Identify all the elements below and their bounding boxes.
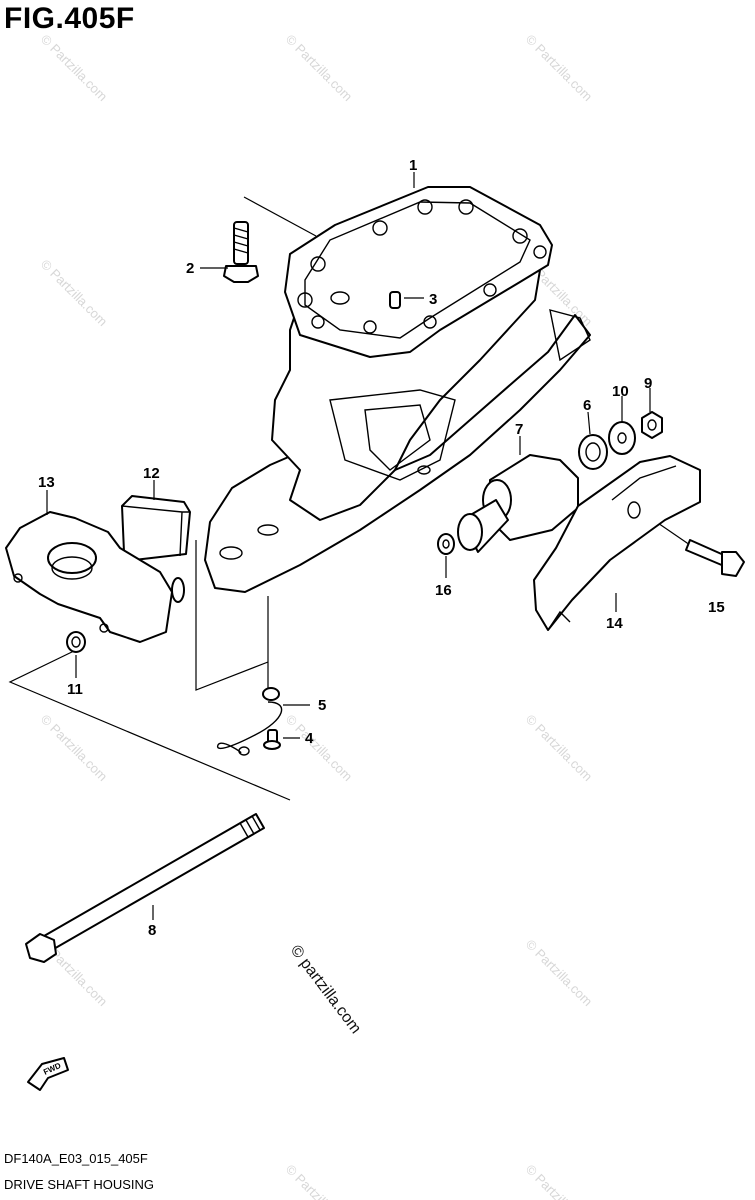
svg-text:© Partzilla.com: © Partzilla.com xyxy=(523,712,596,785)
svg-text:© Partzilla.com: © Partzilla.com xyxy=(283,32,356,105)
svg-text:© Partzilla.com: © Partzilla.com xyxy=(523,1162,596,1200)
washer-part-16 xyxy=(437,533,455,555)
ground-wire-part-5 xyxy=(217,687,283,756)
callout-4: 4 xyxy=(305,730,314,747)
callout-6: 6 xyxy=(583,397,591,414)
washer-part-6 xyxy=(578,434,608,470)
callout-7: 7 xyxy=(515,421,523,438)
callout-15: 15 xyxy=(708,599,725,616)
svg-text:© Partzilla.com: © Partzilla.com xyxy=(38,712,111,785)
center-watermark: © partzilla.com xyxy=(287,942,364,1037)
mount-cover-part-14 xyxy=(533,455,701,631)
callout-10: 10 xyxy=(612,383,629,400)
callout-leaders xyxy=(46,172,651,920)
svg-text:© Partzilla.com: © Partzilla.com xyxy=(38,32,111,105)
washer-part-10 xyxy=(608,421,636,455)
svg-text:© Partzilla.com: © Partzilla.com xyxy=(523,937,596,1010)
callout-11: 11 xyxy=(67,681,83,698)
callout-9: 9 xyxy=(644,375,652,392)
fwd-arrow-icon: FWD xyxy=(27,1057,69,1091)
callout-16: 16 xyxy=(435,582,452,599)
callout-numbers: 1 2 3 4 5 6 7 8 9 10 11 12 13 14 15 16 xyxy=(38,157,725,939)
callout-3: 3 xyxy=(429,291,437,308)
svg-text:© Partzilla.com: © Partzilla.com xyxy=(283,712,356,785)
diagram-name: DRIVE SHAFT HOUSING xyxy=(4,1177,155,1192)
nut-part-9 xyxy=(641,411,663,439)
svg-text:© Partzilla.com: © Partzilla.com xyxy=(523,32,596,105)
svg-text:© Partzilla.com: © Partzilla.com xyxy=(283,1162,356,1200)
figure-title: FIG.405F xyxy=(4,2,135,35)
callout-14: 14 xyxy=(606,615,623,632)
assembly-lines xyxy=(8,196,691,801)
bolt-part-2 xyxy=(223,221,259,283)
washer-part-11 xyxy=(66,631,86,653)
callout-2: 2 xyxy=(186,260,194,277)
callout-1: 1 xyxy=(409,157,417,174)
diagram-code: DF140A_E03_015_405F xyxy=(4,1151,148,1166)
mount-rubber-part-7 xyxy=(457,454,579,553)
callout-5: 5 xyxy=(318,697,326,714)
callout-8: 8 xyxy=(148,922,156,939)
drive-shaft-housing-part xyxy=(204,186,591,593)
callout-13: 13 xyxy=(38,474,55,491)
stud-bolt-part-8 xyxy=(25,813,265,963)
mount-bracket-part-13 xyxy=(5,511,185,643)
callout-12: 12 xyxy=(143,465,160,482)
bolt-part-15 xyxy=(685,539,745,577)
mount-pad-part-12 xyxy=(121,495,191,561)
bolt-part-4 xyxy=(263,729,281,750)
svg-text:© Partzilla.com: © Partzilla.com xyxy=(38,257,111,330)
